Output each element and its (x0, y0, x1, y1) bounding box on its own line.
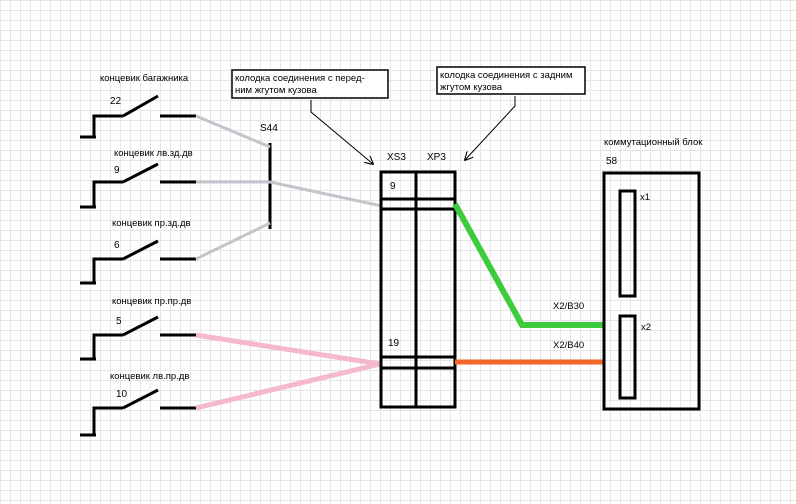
connector-xs-label: XS3 (387, 152, 406, 163)
connector-xs3-xp3 (379, 170, 457, 409)
switch-symbol-trunk (80, 94, 196, 139)
switch-number-6: 6 (114, 240, 120, 251)
switch-label-right-rear-door: концевик пр.зд.дв (112, 218, 191, 229)
green-wire (452, 202, 604, 328)
switch-symbol-left-front-door (80, 388, 196, 437)
switch-label-trunk: концевик багажника (100, 73, 189, 84)
block-title: коммутационный блок (604, 137, 703, 148)
svg-text:ним жгутом кузова: ним жгутом кузова (235, 85, 317, 96)
block-number: 58 (606, 156, 618, 167)
svg-text:колодка соединения с перед-: колодка соединения с перед- (235, 73, 365, 84)
block-connector-x2: x2 (641, 322, 651, 333)
switch-symbol-right-front-door (80, 315, 196, 361)
switch-number-22: 22 (110, 96, 122, 107)
svg-text:жгутом кузова: жгутом кузова (440, 82, 503, 93)
green-wire-label: X2/B30 (553, 301, 584, 312)
switch-symbol-left-rear-door (80, 162, 196, 209)
switch-number-9: 9 (114, 165, 120, 176)
junction-label: S44 (260, 123, 278, 134)
switch-symbol-right-rear-door (80, 239, 196, 285)
switch-label-left-front-door: концевик лв.пр.дв (110, 371, 189, 382)
orange-wire-label: X2/B40 (553, 340, 584, 351)
connector-pin-19: 19 (388, 338, 400, 349)
gray-wires (195, 114, 383, 261)
callout-front-harness: колодка соединения с перед- ним жгутом к… (231, 69, 389, 164)
switch-label-right-front-door: концевик пр.пр.дв (112, 296, 191, 307)
block-connector-x1: x1 (640, 192, 650, 203)
switch-number-10: 10 (116, 389, 128, 400)
switch-label-left-rear-door: концевик лв.зд.дв (114, 148, 193, 159)
switch-number-5: 5 (116, 316, 122, 327)
connector-pin-9: 9 (390, 181, 396, 192)
svg-text:колодка соединения с задним: колодка соединения с задним (440, 70, 572, 81)
callout-rear-harness: колодка соединения с задним жгутом кузов… (436, 66, 586, 160)
connector-xp-label: XP3 (427, 152, 446, 163)
switching-block (602, 171, 701, 411)
pink-wires (195, 332, 381, 411)
